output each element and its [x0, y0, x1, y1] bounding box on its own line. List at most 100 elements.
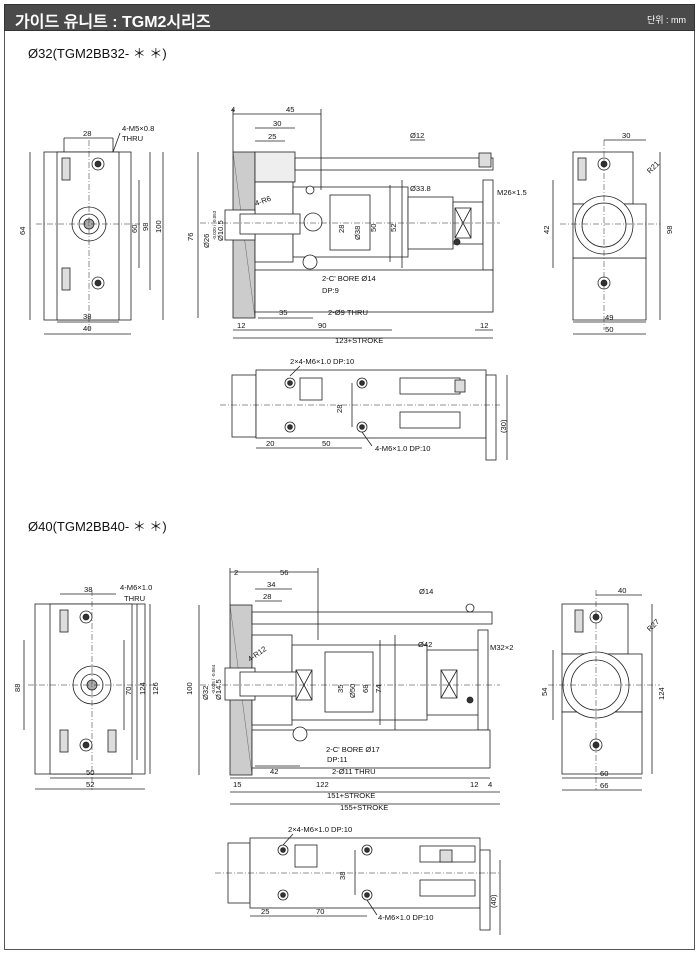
dim-76: 76 [186, 233, 195, 241]
dim-40-12: 12 [470, 780, 478, 789]
dim-rear-60: 60 [600, 769, 608, 778]
dim-40-4: 4 [488, 780, 492, 789]
note-m6-top-32: 2×4-M6×1.0 DP:10 [290, 357, 354, 366]
dim-35: 35 [279, 308, 287, 317]
dim-40-34: 34 [267, 580, 275, 589]
note-m6-bot-32: 4-M6×1.0 DP:10 [375, 444, 431, 453]
note-cbore-17: 2-C' BORE Ø17 [326, 745, 380, 754]
bottom-view-32 [220, 365, 508, 461]
dim-bottom-70: 70 [316, 907, 324, 916]
dim-28-bore: 28 [337, 225, 346, 233]
section-title-40: Ø40(TGM2BB40- ＊ ＊) [28, 519, 167, 534]
dim-stroke-151: 151+STROKE [327, 791, 375, 800]
note-thru: THRU [122, 134, 143, 143]
dim-r21: R21 [645, 159, 661, 175]
note-thru-11: 2-Ø11 THRU [332, 767, 376, 776]
dim-bottom-28: 28 [335, 405, 344, 413]
note-thru-9: 2-Ø9 THRU [328, 308, 368, 317]
dim-40-42: 42 [270, 767, 278, 776]
dim-bottom-40: (40) [489, 894, 498, 908]
page-title: 가이드 유니트 : TGM2시리즈 [15, 14, 211, 31]
dim-rear-30: 30 [622, 131, 630, 140]
dim-phi33: Ø33.8 [410, 184, 431, 193]
note-cbore-14: 2-C' BORE Ø14 [322, 274, 376, 283]
dim-phi12: Ø12 [410, 131, 424, 140]
dim-phi38: Ø38 [353, 226, 362, 240]
dim-40-124: 124 [138, 682, 147, 695]
front-view-32 [29, 132, 164, 335]
dim-28: 28 [83, 129, 91, 138]
dim-90: 90 [318, 321, 326, 330]
dim-12b: 12 [480, 321, 488, 330]
tol-26: -0.020 / -0.053 [212, 210, 217, 240]
dim-40-35: 35 [336, 685, 345, 693]
rear-view-32 [552, 139, 661, 335]
dim-phi32: Ø32 [201, 686, 210, 700]
dim-40-2: 2 [234, 568, 238, 577]
note-m6-bot-40: 4-M6×1.0 DP:10 [378, 913, 434, 922]
dim-30: 30 [273, 119, 281, 128]
dim-bottom-38: 38 [338, 872, 347, 880]
tol-32: -0.025 / -0.064 [211, 664, 216, 694]
note-m6-top-40: 2×4-M6×1.0 DP:10 [288, 825, 352, 834]
dim-40-68: 68 [361, 685, 370, 693]
dim-4: 4 [231, 105, 235, 114]
dim-bottom-20: 20 [266, 439, 274, 448]
dim-stroke-155: 155+STROKE [340, 803, 388, 812]
dim-25: 25 [268, 132, 276, 141]
dim-m32: M32×2 [490, 643, 513, 652]
dim-rear-124: 124 [657, 687, 666, 700]
bottom-view-40 [215, 833, 501, 935]
note-dp9: DP:9 [322, 286, 339, 295]
side-view-40 [198, 568, 500, 805]
unit-label: 단위 : mm [646, 15, 686, 25]
dim-rear-49: 49 [605, 313, 613, 322]
header-bar: 가이드 유니트 : TGM2시리즈 단위 : mm [4, 4, 695, 31]
dim-40-56: 56 [280, 568, 288, 577]
dim-r27: R27 [645, 617, 661, 633]
dim-40-88: 88 [13, 684, 22, 692]
dim-40-50: 50 [86, 768, 94, 777]
front-view-40 [23, 590, 155, 790]
dim-52: 52 [389, 224, 398, 232]
dim-phi50: Ø50 [348, 684, 357, 698]
side-view-32 [197, 109, 500, 339]
dim-rear-50: 50 [605, 325, 613, 334]
dim-40-74: 74 [374, 685, 383, 693]
section-title-32: Ø32(TGM2BB32- ＊ ＊) [28, 46, 167, 61]
dim-bottom-50: 50 [322, 439, 330, 448]
dim-rear-40: 40 [618, 586, 626, 595]
dim-40-70: 70 [124, 687, 133, 695]
dim-40-28: 28 [263, 592, 271, 601]
dim-40-38: 38 [84, 585, 92, 594]
dim-50: 50 [369, 224, 378, 232]
dim-64: 64 [18, 227, 27, 235]
dim-phi10: Ø10.5 [216, 220, 225, 241]
dim-rear-54: 54 [540, 688, 549, 696]
dim-rear-42: 42 [542, 226, 551, 234]
dim-40-122: 122 [316, 780, 329, 789]
dim-phi14-5: Ø14.5 [214, 679, 223, 700]
dim-100: 100 [154, 220, 163, 233]
dim-phi26: Ø26 [202, 234, 211, 248]
dim-38: 38 [83, 312, 91, 321]
dim-bottom-30: (30) [499, 419, 508, 433]
rear-view-40 [548, 590, 660, 791]
dim-40-100: 100 [185, 682, 194, 695]
note-thru-40: THRU [124, 594, 145, 603]
note-m5: 4-M5×0.8 [122, 124, 154, 133]
dim-40-126: 126 [151, 682, 160, 695]
dim-60: 60 [130, 225, 139, 233]
note-dp11: DP:11 [327, 755, 348, 764]
dim-40-15: 15 [233, 780, 241, 789]
dim-40: 40 [83, 324, 91, 333]
dim-40-52: 52 [86, 780, 94, 789]
dim-bottom-25: 25 [261, 907, 269, 916]
dim-98: 98 [141, 223, 150, 231]
dim-12a: 12 [237, 321, 245, 330]
dim-45: 45 [286, 105, 294, 114]
dim-rear-66: 66 [600, 781, 608, 790]
dim-stroke-123: 123+STROKE [335, 336, 383, 345]
